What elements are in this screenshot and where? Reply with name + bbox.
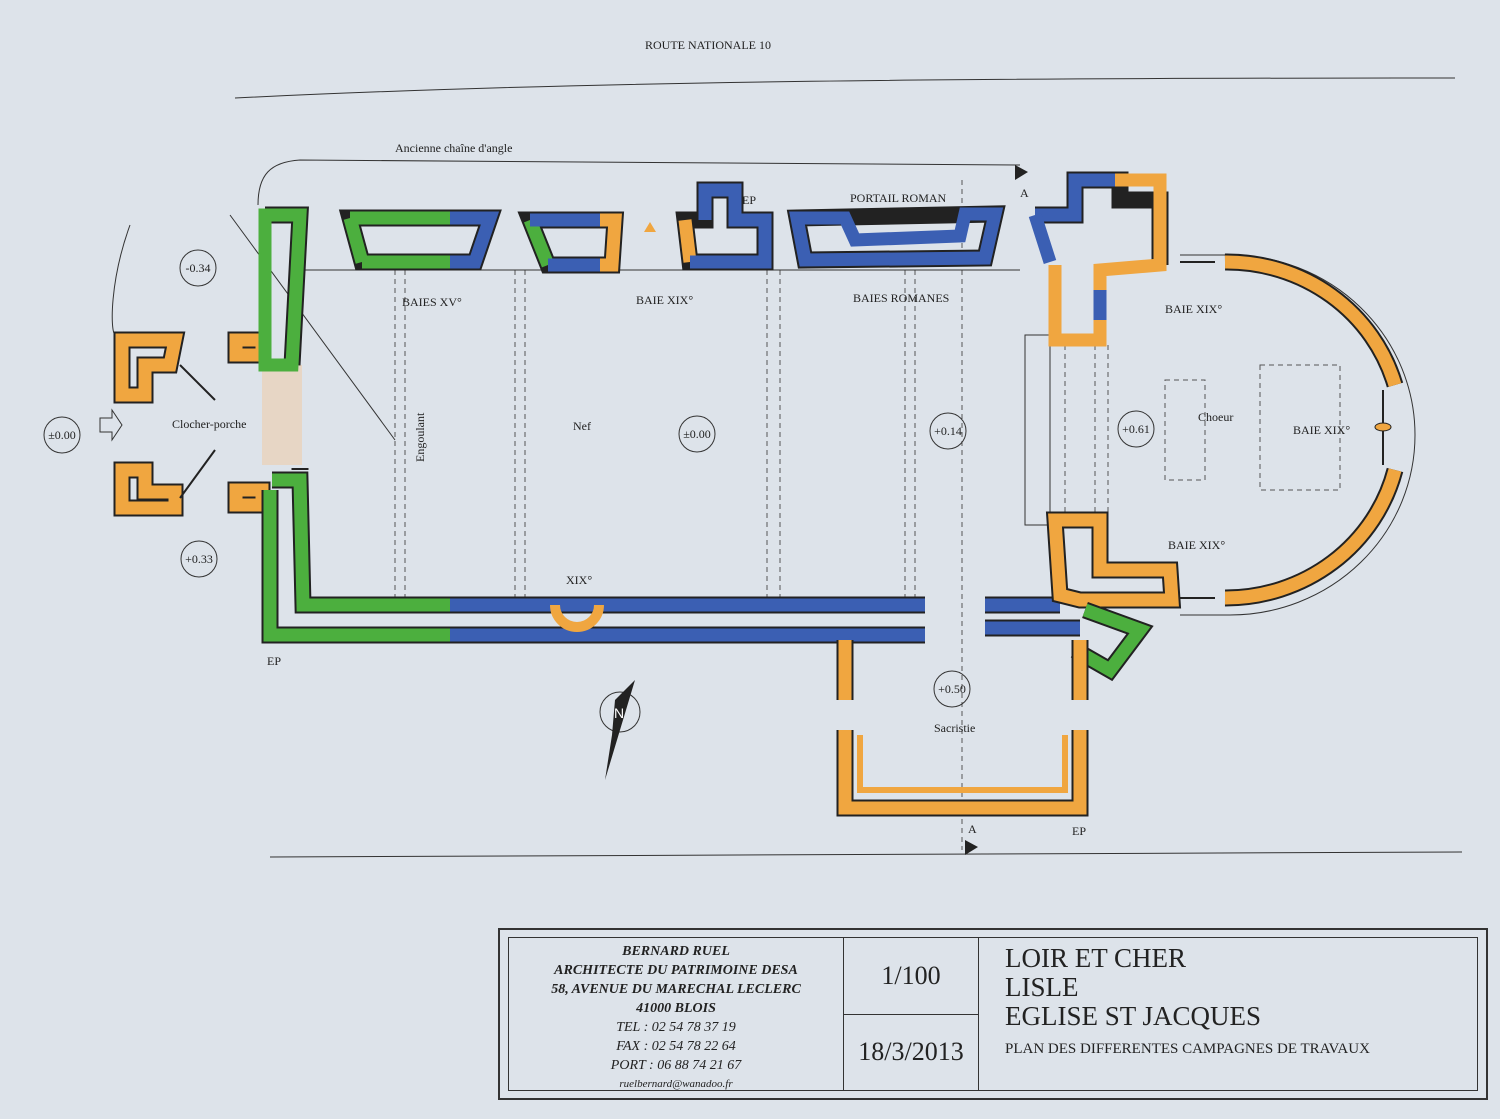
svg-text:N: N <box>614 705 624 721</box>
level-marker: +0.33 <box>180 540 218 578</box>
svg-text:+0.14: +0.14 <box>934 424 962 438</box>
label-baie-xix-choir-north: BAIE XIX° <box>1165 302 1222 316</box>
level-marker: -0.34 <box>179 249 217 287</box>
entrance-arrow-icon <box>99 408 123 442</box>
label-baie-xix-choir-south: BAIE XIX° <box>1168 538 1225 552</box>
department: LOIR ET CHER <box>1005 943 1186 973</box>
svg-text:-0.34: -0.34 <box>186 261 211 275</box>
level-marker: ±0.00 <box>43 416 81 454</box>
title-block: BERNARD RUEL ARCHITECTE DU PATRIMOINE DE… <box>498 928 1488 1100</box>
section-label-north: A <box>1020 186 1029 200</box>
label-choeur: Choeur <box>1198 410 1233 424</box>
label-ancienne-chaine: Ancienne chaîne d'angle <box>395 141 512 155</box>
svg-text:±0.00: ±0.00 <box>683 427 711 441</box>
architect-fax: FAX : 02 54 78 22 64 <box>616 1039 736 1054</box>
road-label: ROUTE NATIONALE 10 <box>645 38 771 52</box>
level-marker: +0.50 <box>933 670 971 708</box>
architect-address: 58, AVENUE DU MARECHAL LECLERC <box>551 982 801 997</box>
label-baie-xix-north: BAIE XIX° <box>636 293 693 307</box>
site-outline <box>257 159 1021 206</box>
hatched-threshold <box>262 365 302 465</box>
label-clocher-porche: Clocher-porche <box>172 417 246 431</box>
architect-city: 41000 BLOIS <box>636 1001 716 1016</box>
date: 18/3/2013 <box>858 1037 964 1067</box>
label-xix-south: XIX° <box>566 573 592 587</box>
architect-info: BERNARD RUEL ARCHITECTE DU PATRIMOINE DE… <box>509 938 844 1090</box>
architect-name: BERNARD RUEL <box>622 944 730 959</box>
svg-text:+0.50: +0.50 <box>938 682 966 696</box>
section-line-diagonal <box>229 214 396 441</box>
label-engoulant: Engoulant <box>413 412 427 462</box>
section-marker-south-icon <box>965 840 978 855</box>
buttress-mark <box>644 222 656 232</box>
architect-role: ARCHITECTE DU PATRIMOINE DESA <box>554 963 798 978</box>
step-transept <box>1024 334 1051 526</box>
sacristy-walls <box>836 640 1089 817</box>
level-marker: +0.14 <box>929 412 967 450</box>
choir-walls <box>1028 171 1404 682</box>
svg-text:+0.61: +0.61 <box>1122 422 1150 436</box>
svg-text:±0.00: ±0.00 <box>48 428 76 442</box>
architect-tel: TEL : 02 54 78 37 19 <box>616 1020 736 1035</box>
plan-title: PLAN DES DIFFERENTES CAMPAGNES DE TRAVAU… <box>1005 1041 1370 1057</box>
architect-email: ruelbernard@wanadoo.fr <box>619 1078 733 1090</box>
architect-port: PORT : 06 88 74 21 67 <box>610 1058 742 1073</box>
label-nef: Nef <box>573 419 591 433</box>
north-arrow-icon: N <box>599 680 641 780</box>
town: LISLE <box>1005 972 1079 1002</box>
nave-walls <box>258 181 1080 644</box>
section-marker-north-icon <box>1015 165 1028 180</box>
section-label-south: A <box>968 822 977 836</box>
apse-outline <box>1180 254 1416 616</box>
label-sacristie: Sacristie <box>934 721 975 735</box>
label-baie-xix-choir-east: BAIE XIX° <box>1293 423 1350 437</box>
label-portail-roman: PORTAIL ROMAN <box>850 191 947 205</box>
label-baies-xv: BAIES XV° <box>402 295 462 309</box>
label-baies-romanes: BAIES ROMANES <box>853 291 949 305</box>
scale: 1/100 <box>844 938 978 1015</box>
label-ep-sacristy: EP <box>1072 824 1086 838</box>
building-name: EGLISE ST JACQUES <box>1005 1001 1262 1031</box>
label-ep-west: EP <box>267 654 281 668</box>
road-edge-north <box>234 77 1456 99</box>
label-ep-north: EP <box>742 193 756 207</box>
road-edge-south <box>269 851 1463 858</box>
level-marker: +0.61 <box>1117 410 1155 448</box>
level-marker: ±0.00 <box>678 415 716 453</box>
svg-text:+0.33: +0.33 <box>185 552 213 566</box>
porch-arc <box>111 224 131 336</box>
nave-dashed-lines <box>394 180 1341 850</box>
